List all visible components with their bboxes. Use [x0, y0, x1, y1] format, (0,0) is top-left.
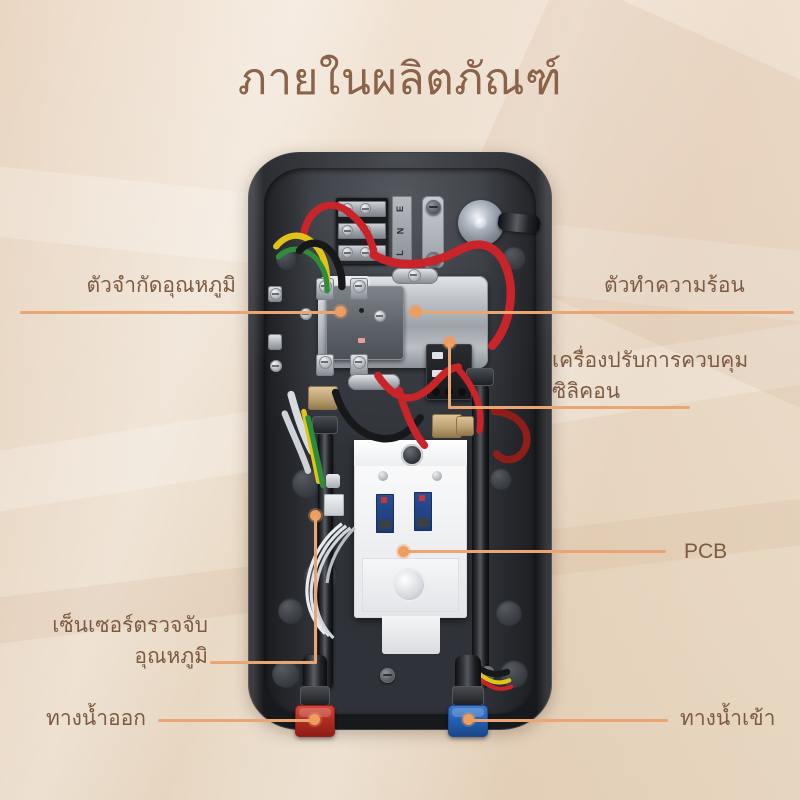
mount-boss-bl [278, 598, 304, 624]
left-lug-lower [268, 334, 282, 350]
relay-terminal-2 [432, 370, 443, 377]
sensor-screw [326, 474, 340, 488]
inlet-pipe-collar [466, 368, 494, 386]
mounting-plate [422, 196, 444, 268]
relay-pin-1 [432, 388, 440, 396]
callout-dot-temperature-sensor [310, 510, 321, 521]
callout-lead-pcb [404, 550, 666, 553]
terminal-marking-strip: E N L [392, 196, 412, 266]
pcb-housing [354, 440, 467, 654]
callout-lead-temperature-sensor-vertical [314, 516, 317, 664]
outlet-lower-collar [300, 686, 330, 706]
pcb-board-left [376, 494, 394, 533]
pcb-left-chip [379, 520, 391, 529]
callout-dot-heating-element [410, 306, 421, 317]
callout-dot-silicon-regulator [444, 337, 455, 348]
device-cavity: E N L [264, 168, 541, 714]
pcb-knob [401, 444, 423, 466]
pcb-screw-left [378, 471, 388, 481]
callout-lead-silicon-regulator-horizontal [448, 406, 690, 409]
inlet-pipe-vertical [472, 382, 489, 690]
page-title: ภายในผลิตภัณฑ์ [237, 55, 563, 104]
relay-pin-3 [458, 388, 466, 396]
callout-lead-temperature-sensor-horizontal [210, 661, 317, 664]
callout-label-silicon-regulator-line1: เครื่องปรับการควบคุม [552, 349, 749, 372]
callout-dot-pcb [398, 546, 409, 557]
regulator-brass-nut-2 [456, 416, 474, 436]
pcb-screw-right [432, 471, 442, 481]
pcb-foot [382, 616, 440, 654]
callout-label-heating-element: ตัวทำความร้อน [604, 274, 745, 297]
callout-lead-water-outlet [158, 719, 314, 722]
callout-label-silicon-regulator-line2: ซิลิคอน [552, 380, 621, 403]
mount-boss-br [496, 600, 522, 626]
pcb-left-red-component [381, 497, 387, 503]
base-screw-mid [380, 668, 395, 683]
callout-lead-silicon-regulator-vertical [448, 343, 451, 409]
inlet-fitting-gloss [452, 708, 484, 717]
pressure-switch-highlight [474, 216, 487, 229]
limiter-screw-tr [353, 280, 366, 293]
water-heater-device: E N L [248, 152, 552, 730]
callout-dot-water-outlet [309, 714, 320, 725]
outlet-pipe-collar [312, 416, 338, 434]
callout-lead-heating-element [414, 311, 794, 314]
terminal-screw-3a [342, 247, 353, 258]
pcb-right-red-component [419, 495, 425, 501]
terminal-screw-2a [342, 225, 353, 236]
mount-boss-mr [490, 468, 512, 490]
limiter-screw-bl [319, 356, 332, 369]
left-screw-lower [270, 360, 282, 372]
pcb-flow-cap [392, 568, 426, 602]
pcb-board-right [414, 492, 432, 531]
inlet-lower-collar [452, 686, 484, 706]
callout-label-pcb: PCB [684, 540, 728, 563]
limiter-screw-side-r [374, 310, 386, 322]
plate-screw-top [426, 200, 441, 215]
terminal-screw-3b [360, 247, 371, 258]
callout-dot-water-inlet [463, 714, 474, 725]
callout-label-temperature-sensor-line2: อุณหภูมิ [134, 645, 208, 668]
callout-lead-thermal-limiter [20, 311, 340, 314]
terminal-screw-1b [360, 203, 371, 214]
callout-label-thermal-limiter: ตัวจำกัดอุณหภูมิ [86, 274, 236, 297]
callout-label-water-inlet: ทางน้ำเข้า [680, 707, 776, 730]
limiter-pink-mark [358, 338, 365, 343]
callout-label-temperature-sensor-line1: เซ็นเซอร์ตรวจจับ [52, 614, 208, 637]
base-boss-left [272, 660, 300, 688]
internal-wiring [273, 201, 531, 691]
clamp-screw-top [408, 269, 421, 282]
limiter-hole [359, 308, 364, 313]
limiter-screw-br [353, 356, 366, 369]
callout-label-water-outlet: ทางน้ำออก [46, 707, 146, 730]
left-screw-upper [270, 288, 282, 300]
pcb-right-chip [417, 518, 429, 527]
outlet-fitting-gloss [299, 708, 331, 717]
callout-lead-water-inlet [472, 719, 668, 722]
sensor-connector-block [324, 494, 344, 516]
callout-dot-thermal-limiter [335, 306, 346, 317]
relay-terminal-1 [432, 352, 443, 359]
